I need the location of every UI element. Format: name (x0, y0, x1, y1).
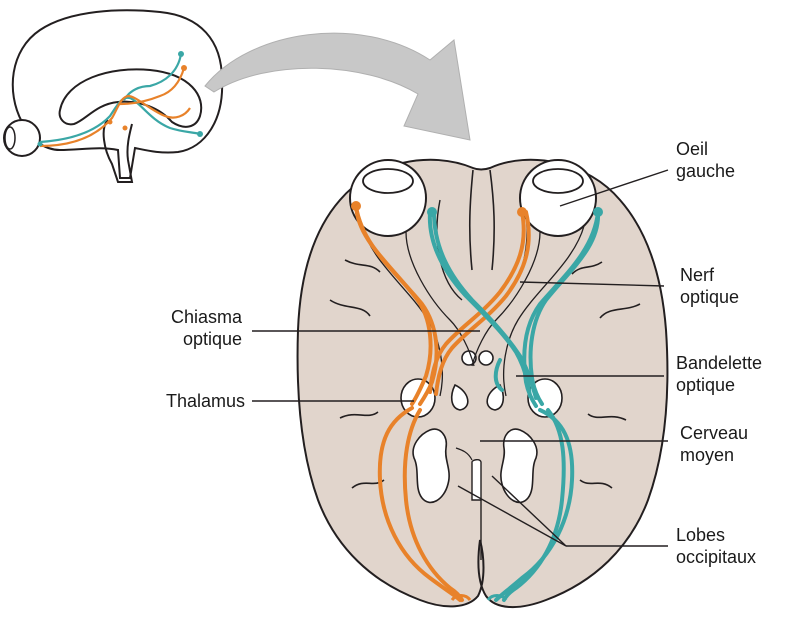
sagittal-node-2 (122, 125, 128, 131)
label-cerveau-moyen: Cerveau moyen (680, 422, 748, 466)
teal-path-left-eye-crossing-2 (432, 210, 538, 400)
orange-eye-node-right (517, 207, 527, 217)
orange-path-left-eye-2 (354, 204, 439, 406)
label-cerveau-moyen-line2: moyen (680, 445, 735, 465)
brain-sulci (329, 259, 641, 489)
label-thalamus: Thalamus (130, 390, 245, 412)
teal-eye-node-right (593, 207, 603, 217)
orange-eye-node-left (351, 201, 361, 211)
lateral-ventricle-right (500, 428, 538, 504)
label-lobes-occipitaux: Lobes occipitaux (676, 524, 756, 568)
leader-nerf-optique (519, 281, 665, 287)
teal-occipital-terminal (486, 594, 508, 601)
label-lobes-occipitaux-line1: Lobes (676, 525, 726, 545)
label-bandelette-optique-line1: Bandelette (676, 353, 763, 373)
label-chiasma-optique-line2: optique (182, 329, 242, 349)
label-oeil-gauche: Oeil gauche (676, 138, 735, 182)
teal-path-right-eye-2 (522, 210, 600, 408)
cerebral-aqueduct (455, 447, 473, 461)
label-oeil-gauche-line2: gauche (676, 161, 736, 181)
teal-optic-radiation-2 (502, 408, 566, 602)
sagittal-node-eye (37, 141, 43, 147)
teal-optic-radiation-1 (494, 408, 575, 602)
orange-optic-radiation-2 (402, 408, 464, 602)
teal-tract-to-thalamus (493, 358, 504, 392)
sagittal-pathway-teal-branch (123, 53, 183, 101)
eye-oeil-gauche (519, 159, 597, 237)
label-lobes-occipitaux-line2: occipitaux (676, 547, 757, 567)
teal-eye-node-left (427, 207, 437, 217)
orange-path-right-eye-crossing-2 (434, 210, 531, 396)
label-cerveau-moyen-line1: Cerveau (680, 423, 749, 443)
sagittal-pathway-teal (39, 96, 201, 144)
brain-outline (296, 158, 669, 609)
longitudinal-fissure-front (468, 169, 495, 271)
label-nerf-optique: Nerf optique (680, 264, 739, 308)
orange-pathways (354, 204, 531, 602)
orange-path-right-eye-crossing (428, 210, 526, 394)
lateral-ventricle-left (412, 428, 450, 504)
label-nerf-optique-line2: optique (680, 287, 740, 307)
axial-brain (296, 158, 669, 609)
orange-occipital-terminal (450, 594, 472, 601)
cerebral-peduncle-right (486, 383, 505, 411)
sagittal-orange-endpoint (181, 65, 187, 71)
label-thalamus-line1: Thalamus (165, 391, 245, 411)
teal-pathways (427, 210, 601, 602)
sagittal-teal-endpoint-top (178, 51, 184, 57)
curved-arrow (204, 32, 471, 141)
eye-left-of-image (349, 159, 427, 237)
third-ventricle (471, 459, 482, 501)
sagittal-pathway-orange (39, 94, 191, 148)
leader-lobes-occipitaux-1 (457, 485, 567, 547)
sagittal-node-1 (107, 119, 113, 125)
leader-oeil-gauche (559, 169, 669, 207)
label-bandelette-optique-line2: optique (676, 375, 736, 395)
label-chiasma-optique-line1: Chiasma (170, 307, 242, 327)
sagittal-pathway-orange-branch (119, 67, 186, 106)
label-chiasma-optique: Chiasma optique (150, 306, 242, 350)
sagittal-brain-thumbnail (3, 9, 224, 183)
cerebral-peduncle-left (450, 383, 469, 411)
leader-lobes-occipitaux-2 (491, 475, 567, 547)
label-oeil-gauche-line1: Oeil (676, 139, 709, 159)
brainstem-outline (102, 119, 134, 183)
mammillary-body-right (478, 350, 494, 366)
sagittal-lens (4, 126, 16, 150)
sagittal-teal-endpoint-back (197, 131, 203, 137)
label-bandelette-optique: Bandelette optique (676, 352, 762, 396)
orange-optic-radiation-1 (377, 406, 462, 602)
leader-lines (252, 169, 669, 547)
label-nerf-optique-line1: Nerf (680, 265, 715, 285)
